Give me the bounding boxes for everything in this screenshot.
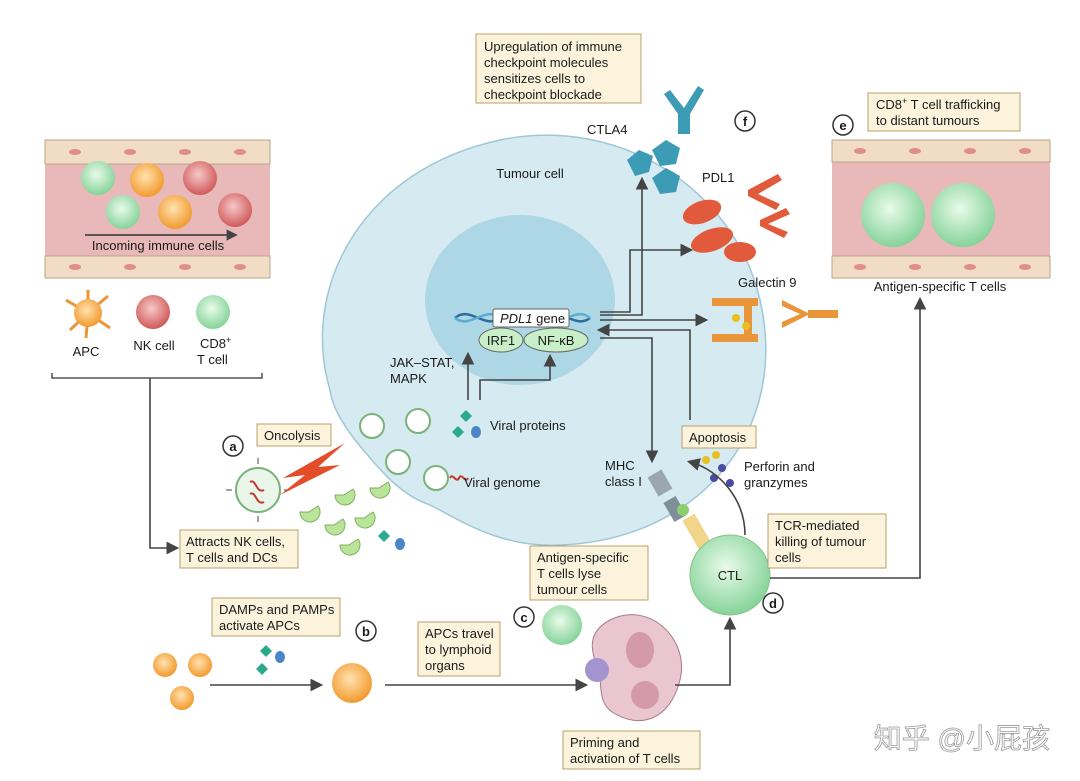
svg-text:cells: cells: [775, 550, 802, 565]
viral-genome-label: Viral genome: [464, 475, 540, 490]
svg-text:organs: organs: [425, 658, 465, 673]
viral-proteins-label: Viral proteins: [490, 418, 566, 433]
apc-cluster-icon: [153, 653, 212, 710]
step-c: c: [513, 606, 535, 628]
pdl1-receptors: [682, 174, 790, 262]
svg-text:e: e: [839, 118, 846, 133]
oncolysis-box: Oncolysis: [256, 423, 332, 447]
viral-genome-icon: [449, 475, 469, 481]
cell-debris: [299, 481, 405, 556]
svg-text:f: f: [743, 114, 748, 129]
lymph-node: [591, 614, 682, 721]
svg-text:to distant tumours: to distant tumours: [876, 113, 980, 128]
step-d: d: [762, 592, 784, 614]
svg-text:d: d: [769, 596, 777, 611]
svg-text:Priming and: Priming and: [570, 735, 639, 750]
mhc-tcr-complex: [647, 469, 713, 552]
immune-cell-legend: APC NK cell CD8+ T cell: [51, 290, 263, 379]
mhc-label-1: MHC: [605, 458, 635, 473]
svg-text:CD8+ T cell trafficking: CD8+ T cell trafficking: [876, 96, 1001, 112]
svg-text:to lymphoid: to lymphoid: [425, 642, 491, 657]
viral-proteins-icon: [452, 410, 481, 438]
t-cell-icon: [542, 605, 582, 645]
galectin9-receptors: [712, 298, 838, 342]
step-e: e: [832, 114, 854, 136]
svg-text:DAMPs and PAMPs: DAMPs and PAMPs: [219, 602, 335, 617]
ctl-label: CTL: [718, 568, 743, 583]
svg-text:sensitizes cells to: sensitizes cells to: [484, 71, 585, 86]
irf1-label: IRF1: [487, 333, 515, 348]
svg-text:Upregulation of immune: Upregulation of immune: [484, 39, 622, 54]
cd8-label: CD8+: [200, 335, 231, 351]
tcr-box: TCR-mediated killing of tumour cells: [767, 513, 887, 569]
svg-text:activation of T cells: activation of T cells: [570, 751, 681, 766]
svg-text:Apoptosis: Apoptosis: [689, 430, 747, 445]
virus-particles: [359, 408, 449, 491]
checkpoint-box: Upregulation of immune checkpoint molecu…: [475, 33, 642, 104]
lightning-icon: [280, 443, 345, 495]
dc-icon: [585, 658, 609, 682]
svg-text:T cells and DCs: T cells and DCs: [186, 550, 278, 565]
pdl1-gene: PDL1 gene IRF1 NF-κB: [454, 308, 591, 353]
ctla4-receptors: [627, 86, 704, 194]
pdl1-gene-label: PDL1 gene: [500, 311, 565, 326]
svg-text:killing of tumour: killing of tumour: [775, 534, 867, 549]
svg-text:checkpoint blockade: checkpoint blockade: [484, 87, 602, 102]
apoptosis-box: Apoptosis: [681, 425, 757, 449]
attracts-box: Attracts NK cells, T cells and DCs: [179, 529, 299, 569]
priming-box: Priming and activation of T cells: [562, 730, 701, 770]
svg-text:b: b: [362, 624, 370, 639]
right-blood-vessel: [831, 139, 1051, 279]
mhc-label-2: class I: [605, 474, 642, 489]
antigen-specific-label: Antigen-specific T cells: [874, 279, 1007, 294]
apc-icon: [65, 290, 111, 339]
perforin-label-1: Perforin and: [744, 459, 815, 474]
svg-text:APCs travel: APCs travel: [425, 626, 494, 641]
apc-label: APC: [73, 344, 100, 359]
activated-apc-icon: [332, 663, 372, 703]
oncolytic-virus-icon: [226, 458, 290, 522]
ctl-cell: [689, 534, 771, 616]
damps-box: DAMPs and PAMPs activate APCs: [211, 597, 341, 637]
step-b: b: [355, 620, 377, 642]
nk-cell-icon: [136, 295, 170, 329]
svg-text:checkpoint molecules: checkpoint molecules: [484, 55, 609, 70]
cd8-label-2: T cell: [197, 352, 228, 367]
svg-text:Antigen-specific: Antigen-specific: [537, 550, 629, 565]
mapk-label: MAPK: [390, 371, 427, 386]
watermark: 知乎 @小屁孩: [874, 723, 1050, 754]
step-f: f: [734, 110, 756, 132]
nk-label: NK cell: [133, 338, 174, 353]
svg-text:T cells lyse: T cells lyse: [537, 566, 601, 581]
step-a: a: [222, 435, 244, 457]
apcs-travel-box: APCs travel to lymphoid organs: [417, 621, 501, 677]
perforin-label-2: granzymes: [744, 475, 808, 490]
cd8-cell-icon: [196, 295, 230, 329]
svg-text:tumour cells: tumour cells: [537, 582, 608, 597]
tumour-cell-label: Tumour cell: [496, 166, 564, 181]
nfkb-label: NF-κB: [538, 333, 575, 348]
pdl1-label: PDL1: [702, 170, 735, 185]
svg-text:TCR-mediated: TCR-mediated: [775, 518, 860, 533]
ctla4-label: CTLA4: [587, 122, 627, 137]
svg-text:Oncolysis: Oncolysis: [264, 428, 321, 443]
perforin-granzymes-icon: [702, 451, 734, 487]
incoming-cells-label: Incoming immune cells: [92, 238, 225, 253]
svg-text:c: c: [520, 610, 527, 625]
trafficking-box: CD8+ T cell trafficking to distant tumou…: [867, 92, 1021, 132]
svg-text:a: a: [229, 439, 237, 454]
damps-icon: [256, 645, 285, 675]
left-blood-vessel: Incoming immune cells: [44, 139, 271, 279]
svg-text:activate APCs: activate APCs: [219, 618, 300, 633]
jak-stat-label: JAK–STAT,: [390, 355, 455, 370]
svg-text:Attracts NK cells,: Attracts NK cells,: [186, 534, 285, 549]
galectin9-label: Galectin 9: [738, 275, 797, 290]
lyse-box: Antigen-specific T cells lyse tumour cel…: [529, 545, 649, 601]
